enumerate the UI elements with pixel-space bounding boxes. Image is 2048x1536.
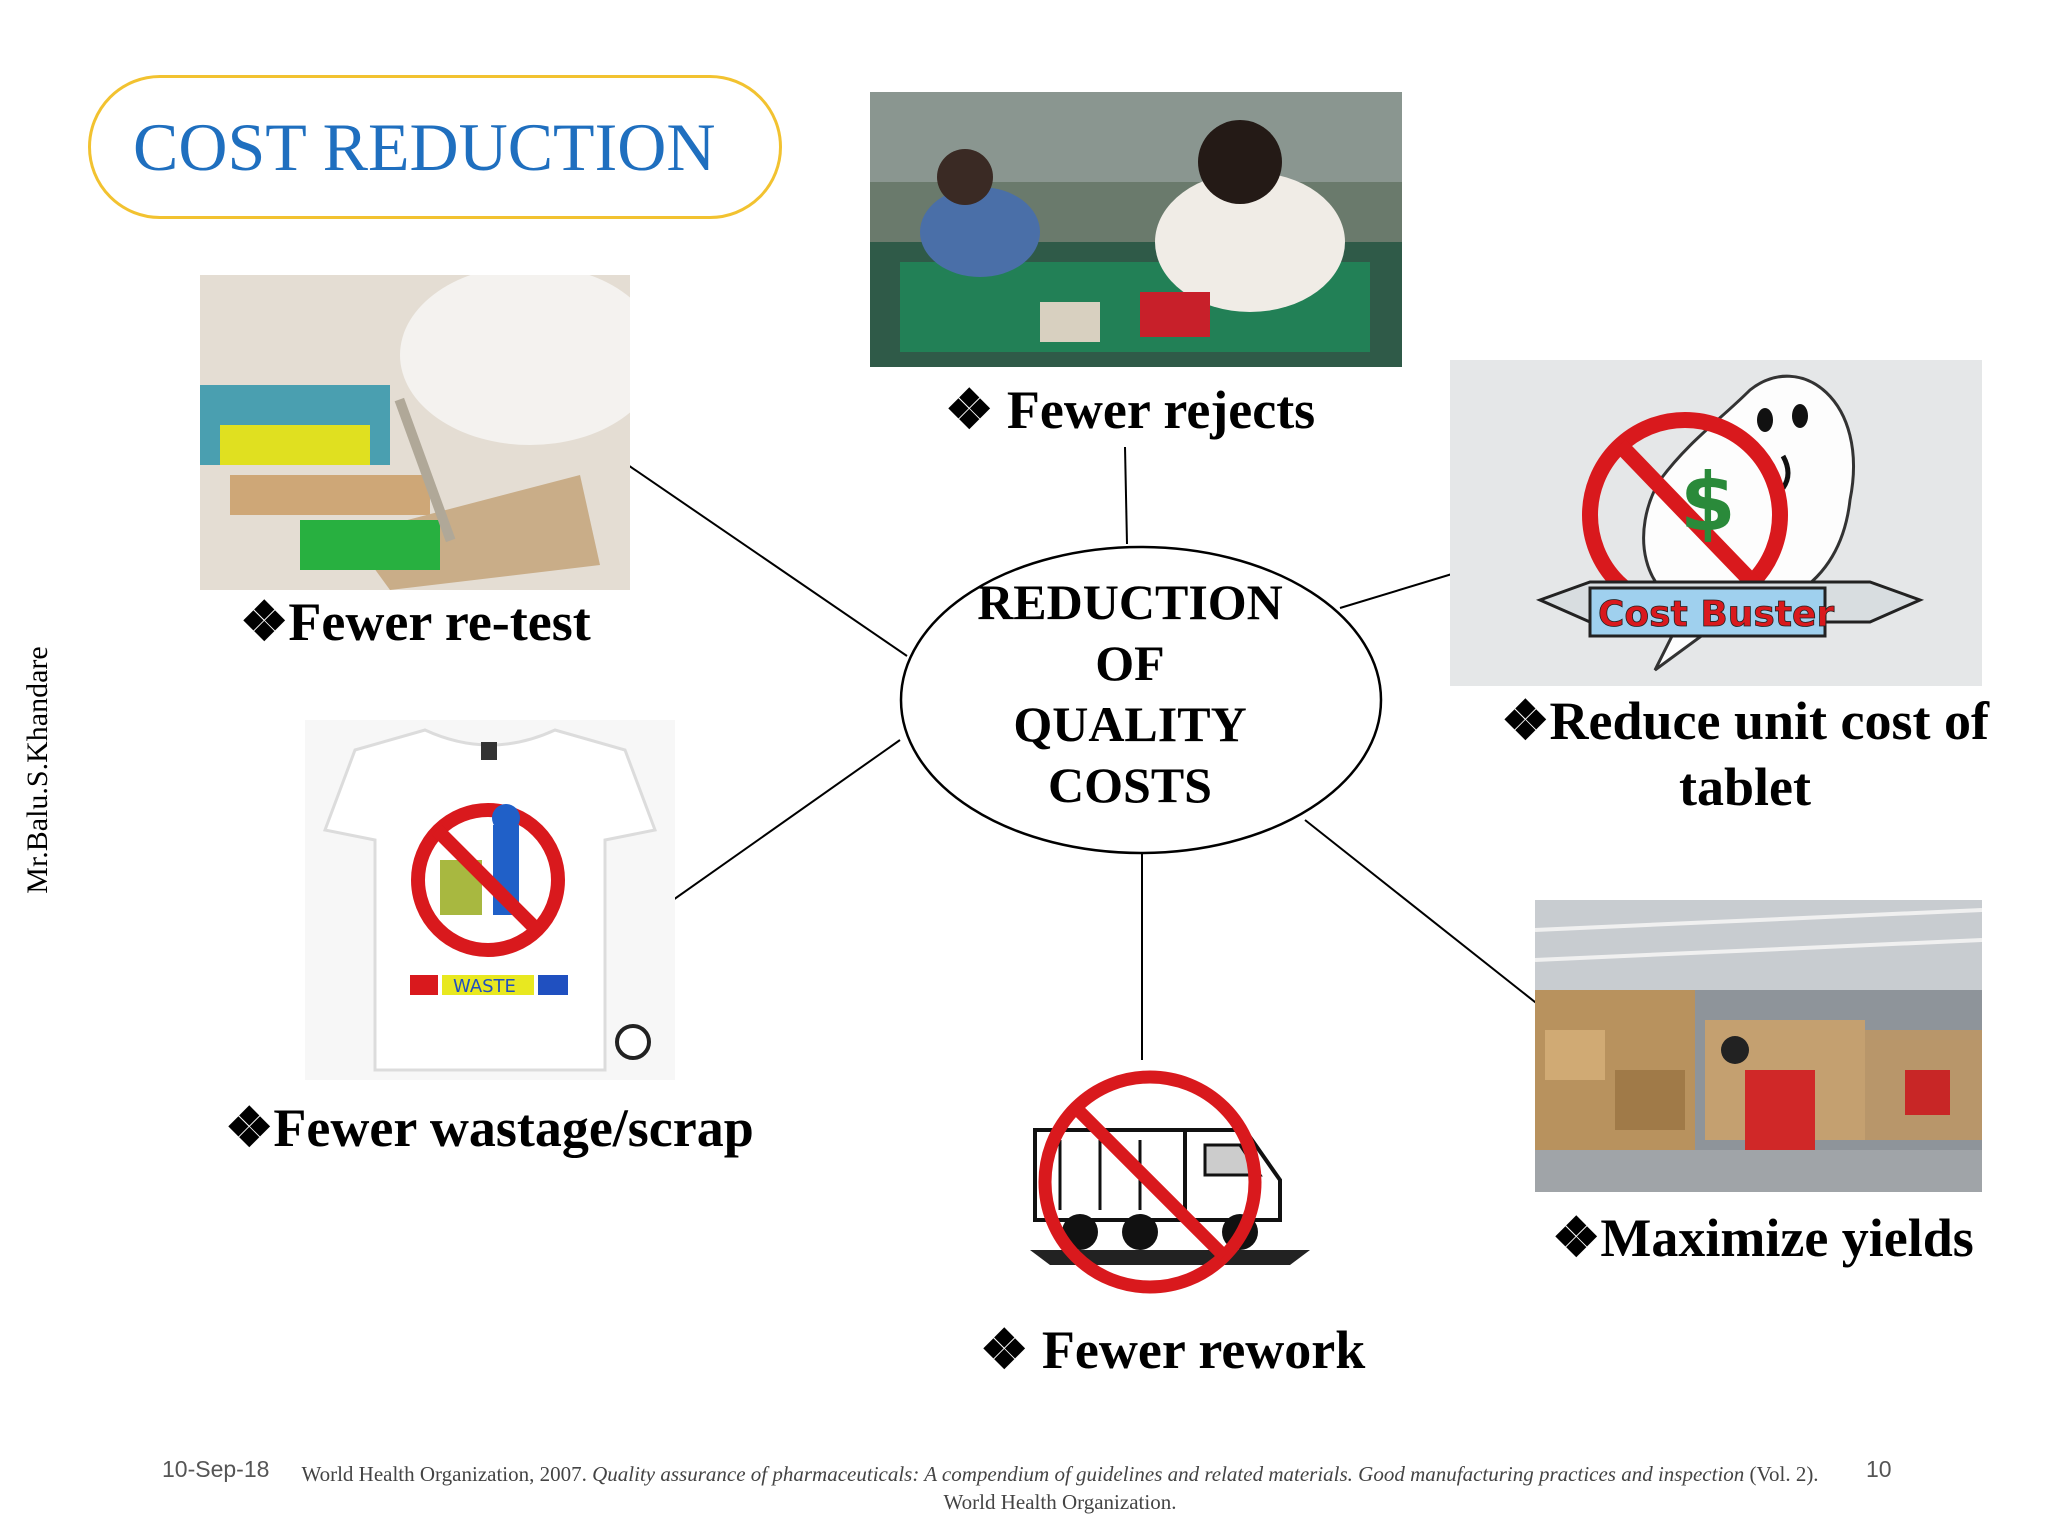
svg-text:$: $	[1680, 456, 1736, 549]
slide-title: COST REDUCTION	[88, 75, 782, 219]
center-line-1: REDUCTION	[977, 574, 1283, 630]
citation-tail: (Vol. 2). World Health Organization.	[943, 1462, 1819, 1514]
warehouse-photo	[1535, 900, 1982, 1192]
line-rejects	[1124, 446, 1128, 545]
cost-buster-image: $ Cost Buster	[1450, 360, 1982, 686]
citation-italic: Quality assurance of pharmaceuticals: A …	[592, 1462, 1745, 1486]
footer-date: 10-Sep-18	[162, 1456, 270, 1482]
line-retest	[624, 462, 908, 657]
citation-plain: World Health Organization, 2007.	[301, 1462, 593, 1486]
center-line-3: QUALITY	[1013, 696, 1247, 752]
slide-title-text: COST REDUCTION	[133, 108, 716, 185]
no-entry-icon	[1038, 1070, 1262, 1294]
line-wastage	[672, 739, 901, 901]
label-reduce-unit-cost: ❖Reduce unit cost of tablet	[1501, 691, 1989, 817]
center-ellipse	[899, 545, 1383, 855]
cost-buster-text: Cost Buster	[1598, 594, 1834, 635]
label-fewer-rejects: ❖ Fewer rejects	[945, 380, 1316, 440]
no-garbage-truck-image	[990, 1060, 1330, 1300]
label-fewer-retest: ❖Fewer re-test	[240, 592, 591, 652]
factory-workers-photo	[870, 92, 1402, 367]
label-fewer-wastage: ❖Fewer wastage/scrap	[225, 1098, 754, 1158]
waste-text: WASTE	[453, 976, 516, 997]
label-maximize-yields: ❖Maximize yields	[1552, 1208, 1974, 1268]
footer-citation: World Health Organization, 2007. Quality…	[300, 1460, 1820, 1516]
center-line-2: OF	[1095, 635, 1165, 691]
label-fewer-rework: ❖ Fewer rework	[980, 1320, 1366, 1380]
lab-testing-photo	[200, 275, 630, 590]
line-unit-cost	[1339, 573, 1453, 609]
center-label: REDUCTION OF QUALITY COSTS	[930, 572, 1330, 816]
waste-tshirt-image: WASTE	[305, 720, 675, 1080]
line-yields	[1304, 819, 1541, 1007]
center-line-4: COSTS	[1048, 757, 1212, 813]
footer-page-number: 10	[1866, 1456, 1892, 1482]
